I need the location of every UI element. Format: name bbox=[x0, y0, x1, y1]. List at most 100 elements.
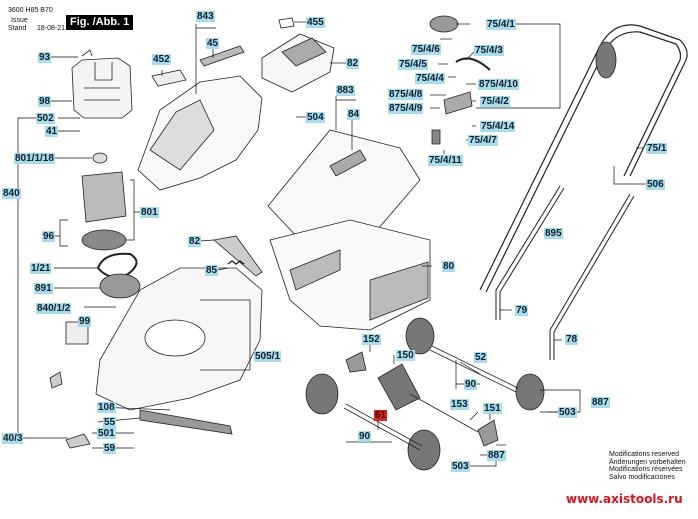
part-label-80[interactable]: 80 bbox=[442, 261, 456, 272]
part-wheel-left-bottom bbox=[407, 429, 441, 471]
part-label-75-4-6[interactable]: 75/4/6 bbox=[411, 44, 441, 55]
part-label-891[interactable]: 891 bbox=[34, 283, 53, 294]
watermark-url[interactable]: www.axistools.ru bbox=[566, 492, 683, 506]
part-label-840-1-2[interactable]: 840/1/2 bbox=[36, 303, 72, 314]
part-label-79[interactable]: 79 bbox=[515, 305, 529, 316]
part-label-85[interactable]: 85 bbox=[205, 265, 219, 276]
part-label-75-4-11[interactable]: 75/4/11 bbox=[428, 155, 463, 166]
part-label-41[interactable]: 41 bbox=[45, 126, 59, 137]
modification-notes: Modifications reserved Änderungen vorbeh… bbox=[609, 451, 686, 481]
part-spring bbox=[227, 260, 245, 265]
part-label-875-4-9[interactable]: 875/4/9 bbox=[388, 103, 424, 114]
part-label-150[interactable]: 150 bbox=[396, 350, 415, 361]
part-bracket-151 bbox=[477, 419, 499, 447]
part-hood bbox=[137, 75, 263, 191]
part-label-875-4-10[interactable]: 875/4/10 bbox=[478, 79, 519, 90]
part-handle-lower-79 bbox=[495, 185, 565, 320]
part-label-503-a[interactable]: 503 bbox=[558, 407, 577, 418]
part-label-895[interactable]: 895 bbox=[544, 228, 563, 239]
part-label-887-a[interactable]: 887 bbox=[591, 397, 610, 408]
part-label-452[interactable]: 452 bbox=[152, 54, 171, 65]
part-label-505-1[interactable]: 505/1 bbox=[254, 351, 282, 362]
part-wheel-rear-right bbox=[515, 373, 545, 411]
part-roller bbox=[377, 363, 421, 411]
part-label-840[interactable]: 840 bbox=[2, 188, 21, 199]
note-es: Salvo modificaciones bbox=[609, 473, 675, 481]
note-fr: Modifications réservées bbox=[609, 466, 683, 473]
part-axle-153 bbox=[409, 393, 479, 433]
part-label-883[interactable]: 883 bbox=[336, 85, 355, 96]
part-label-75-4-7[interactable]: 75/4/7 bbox=[468, 135, 498, 146]
part-label-82-top[interactable]: 82 bbox=[346, 58, 360, 69]
part-label-887-b[interactable]: 887 bbox=[487, 450, 506, 461]
part-belt bbox=[96, 252, 138, 278]
leader-lines bbox=[14, 21, 646, 467]
part-label-801-1-18[interactable]: 801/1/18 bbox=[14, 153, 55, 164]
part-label-152[interactable]: 152 bbox=[362, 334, 381, 345]
part-label-96[interactable]: 96 bbox=[42, 231, 56, 242]
part-label-502[interactable]: 502 bbox=[36, 113, 55, 124]
part-grip bbox=[199, 45, 245, 67]
part-label-78[interactable]: 78 bbox=[565, 334, 579, 345]
part-grass-catcher bbox=[269, 219, 431, 331]
part-switch-box bbox=[443, 91, 473, 115]
stand-label: Stand bbox=[8, 25, 27, 32]
part-top-cover bbox=[261, 17, 335, 93]
part-badge bbox=[151, 69, 187, 87]
part-label-59[interactable]: 59 bbox=[103, 443, 117, 454]
part-label-90-right[interactable]: 90 bbox=[464, 379, 478, 390]
part-label-504[interactable]: 504 bbox=[306, 112, 325, 123]
part-label-61[interactable]: 61 bbox=[374, 410, 388, 421]
part-motor bbox=[81, 152, 127, 251]
note-en: Modifications reserved bbox=[609, 451, 680, 458]
part-label-506[interactable]: 506 bbox=[646, 179, 665, 190]
part-label-45[interactable]: 45 bbox=[206, 38, 220, 49]
part-label-75-4-14[interactable]: 75/4/14 bbox=[480, 121, 516, 132]
part-label-151[interactable]: 151 bbox=[483, 403, 502, 414]
part-label-84[interactable]: 84 bbox=[347, 109, 361, 120]
part-label-1-21[interactable]: 1/21 bbox=[30, 263, 52, 274]
doc-number: 3600 H85 B70 bbox=[8, 7, 53, 14]
part-label-sheet bbox=[65, 321, 89, 345]
part-wheel-left-top bbox=[305, 373, 339, 415]
part-label-75-1[interactable]: 75/1 bbox=[646, 143, 668, 154]
part-label-501[interactable]: 501 bbox=[97, 428, 116, 439]
part-label-93[interactable]: 93 bbox=[38, 52, 52, 63]
part-label-99[interactable]: 99 bbox=[78, 316, 92, 327]
issue-label: Issue bbox=[11, 17, 28, 24]
part-label-875-4-8[interactable]: 875/4/8 bbox=[388, 89, 424, 100]
part-label-75-4-2[interactable]: 75/4/2 bbox=[480, 96, 510, 107]
part-blade bbox=[139, 409, 233, 435]
part-handle-lower-78 bbox=[549, 193, 635, 360]
part-plug bbox=[431, 129, 441, 145]
part-switch-lever bbox=[455, 57, 491, 71]
part-label-108[interactable]: 108 bbox=[97, 402, 116, 413]
part-switch-cap bbox=[429, 15, 459, 33]
part-clip-upper bbox=[49, 371, 63, 389]
part-label-98[interactable]: 98 bbox=[38, 96, 52, 107]
part-label-52[interactable]: 52 bbox=[474, 352, 488, 363]
part-label-503-b[interactable]: 503 bbox=[451, 461, 470, 472]
part-motor-cover bbox=[71, 49, 133, 119]
part-label-153[interactable]: 153 bbox=[450, 399, 469, 410]
part-label-40-3[interactable]: 40/3 bbox=[2, 433, 24, 444]
part-label-55[interactable]: 55 bbox=[103, 417, 117, 428]
part-catcher-lid bbox=[267, 129, 421, 251]
issue-date: 18-08-21 bbox=[37, 25, 66, 32]
part-lever bbox=[213, 235, 263, 277]
part-label-455[interactable]: 455 bbox=[306, 17, 325, 28]
part-label-843[interactable]: 843 bbox=[196, 11, 215, 22]
part-label-75-4-3[interactable]: 75/4/3 bbox=[474, 45, 504, 56]
part-label-75-4-4[interactable]: 75/4/4 bbox=[415, 73, 445, 84]
part-label-801[interactable]: 801 bbox=[140, 207, 159, 218]
part-label-90-left[interactable]: 90 bbox=[358, 431, 372, 442]
part-clip-lower bbox=[65, 433, 91, 449]
note-de: Änderungen vorbehalten bbox=[609, 458, 686, 466]
part-label-75-4-1[interactable]: 75/4/1 bbox=[486, 19, 516, 30]
part-label-82-mid[interactable]: 82 bbox=[188, 236, 202, 247]
part-axle-front bbox=[343, 403, 423, 451]
part-handle-upper bbox=[479, 24, 688, 293]
part-label-75-4-5[interactable]: 75/4/5 bbox=[398, 59, 428, 70]
part-deck bbox=[95, 267, 263, 411]
